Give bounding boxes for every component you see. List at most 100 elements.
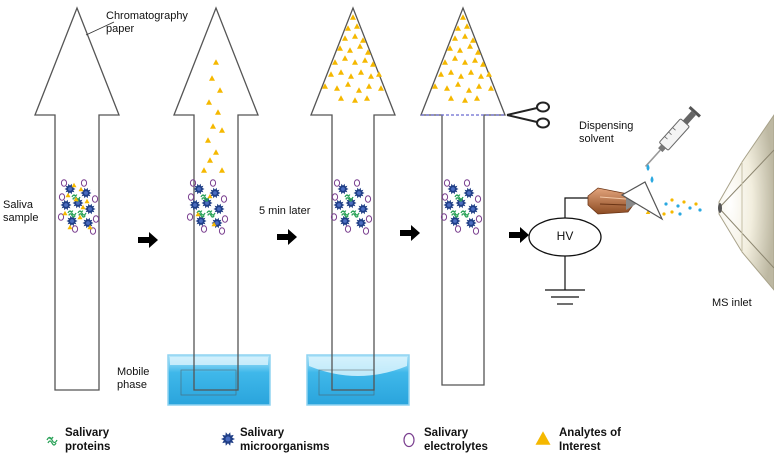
analyte-triangle: [352, 59, 358, 65]
dispensing-solvent-label: Dispensing solvent: [579, 120, 639, 146]
saliva-sample-cluster: [57, 179, 100, 235]
protein: [77, 210, 87, 218]
legend-electrolyte-icon: [403, 432, 415, 448]
electrolyte: [187, 193, 195, 201]
analyte-triangle: [213, 59, 219, 65]
microorganism-core: [341, 187, 345, 191]
analyte-triangle: [334, 85, 340, 91]
analyte-triangle: [205, 137, 211, 143]
microorganism-core: [76, 201, 80, 205]
electrolyte: [333, 179, 341, 187]
analyte-triangle: [452, 55, 458, 61]
protein: [454, 194, 464, 202]
ms-inlet-cone: [718, 114, 774, 291]
electrolyte: [57, 213, 65, 221]
analyte-triangle: [462, 33, 468, 39]
analyte-triangle: [322, 83, 328, 89]
microorganism-core: [197, 187, 201, 191]
analyte-triangle: [368, 73, 374, 79]
analyte-triangle: [219, 127, 225, 133]
analyte-triangle: [358, 69, 364, 75]
microorganism-core: [451, 187, 455, 191]
analyte-triangle: [62, 210, 68, 216]
analyte-triangle: [364, 95, 370, 101]
analyte-triangle: [71, 182, 77, 188]
process-arrow-1: [138, 232, 158, 248]
analyte-triangle: [645, 209, 651, 215]
analyte-triangle: [438, 71, 444, 77]
analyte-triangle: [209, 75, 215, 81]
analyte-triangle: [347, 47, 353, 53]
microorganism-core: [217, 207, 221, 211]
analyte-triangle: [215, 109, 221, 115]
electrolyte: [344, 225, 352, 233]
electrolyte: [91, 195, 99, 203]
analyte-triangle: [73, 196, 79, 202]
electrolyte: [365, 215, 373, 223]
analyte-triangle: [467, 43, 473, 49]
mobile-phase-beaker-2: [167, 354, 271, 406]
analyte-triangle: [478, 73, 484, 79]
protein: [340, 210, 350, 218]
electrolyte: [200, 225, 208, 233]
analyte-triangle: [211, 221, 217, 227]
chromatography-paper-4: [420, 6, 506, 386]
dispensing-solvent-text: Dispensing solvent: [579, 120, 634, 145]
electrolyte: [474, 195, 482, 203]
electrolyte: [58, 193, 66, 201]
microorganism-core: [447, 203, 451, 207]
analyte-triangle: [348, 73, 354, 79]
chromatography-paper-text: Chromatography paper: [106, 10, 188, 35]
hv-text: HV: [556, 229, 574, 243]
analyte-triangle: [455, 25, 461, 31]
analyte-triangle: [206, 99, 212, 105]
microorganism-core: [64, 203, 68, 207]
protein-icon: [46, 436, 58, 446]
analyte-triangle: [87, 224, 93, 230]
microorganism-core: [225, 436, 231, 442]
analyte-triangle: [337, 45, 343, 51]
microorganism-core: [68, 187, 72, 191]
analyte-triangle: [201, 167, 207, 173]
analyte-triangle: [360, 37, 366, 43]
electrolyte: [475, 215, 483, 223]
microorganism-core: [357, 191, 361, 195]
electrolyte: [89, 227, 97, 235]
electrolyte: [92, 215, 100, 223]
analyte-triangle: [468, 69, 474, 75]
analyte-triangle: [219, 167, 225, 173]
microorganism-core: [70, 219, 74, 223]
chromatography-paper-3: [310, 6, 396, 391]
electrolyte: [364, 195, 372, 203]
microorganism-core: [88, 207, 92, 211]
analyte-triangle: [362, 57, 368, 63]
analyte-triangle: [488, 85, 494, 91]
legend-microorganism-icon: [221, 432, 235, 446]
saliva-sample-text: Saliva sample: [3, 199, 39, 224]
legend-analytes-text: Analytes of Interest: [559, 427, 621, 453]
protein: [450, 210, 460, 218]
analyte-triangle: [207, 193, 213, 199]
five-min-later-text: 5 min later: [259, 205, 311, 217]
analyte-triangle: [217, 87, 223, 93]
analyte-triangle: [350, 14, 356, 20]
hv-circuit: [528, 197, 602, 305]
microorganism-core: [215, 221, 219, 225]
analyte-triangle: [338, 95, 344, 101]
microorganism-core: [471, 207, 475, 211]
analyte-triangle: [475, 49, 481, 55]
electrolyte: [331, 193, 339, 201]
electrolyte: [440, 213, 448, 221]
electrolyte: [60, 179, 68, 187]
analyte-triangle: [480, 61, 486, 67]
spray-droplets: [662, 198, 702, 216]
analyte-triangle: [345, 25, 351, 31]
hv-label: HV: [550, 230, 580, 243]
microorganism-core: [205, 201, 209, 205]
electrolyte: [463, 179, 471, 187]
analyte-triangle: [338, 69, 344, 75]
analyte-triangle: [464, 23, 470, 29]
scissors-icon: [506, 101, 550, 129]
analyte-triangle: [452, 35, 458, 41]
process-arrow-3: [400, 225, 420, 241]
